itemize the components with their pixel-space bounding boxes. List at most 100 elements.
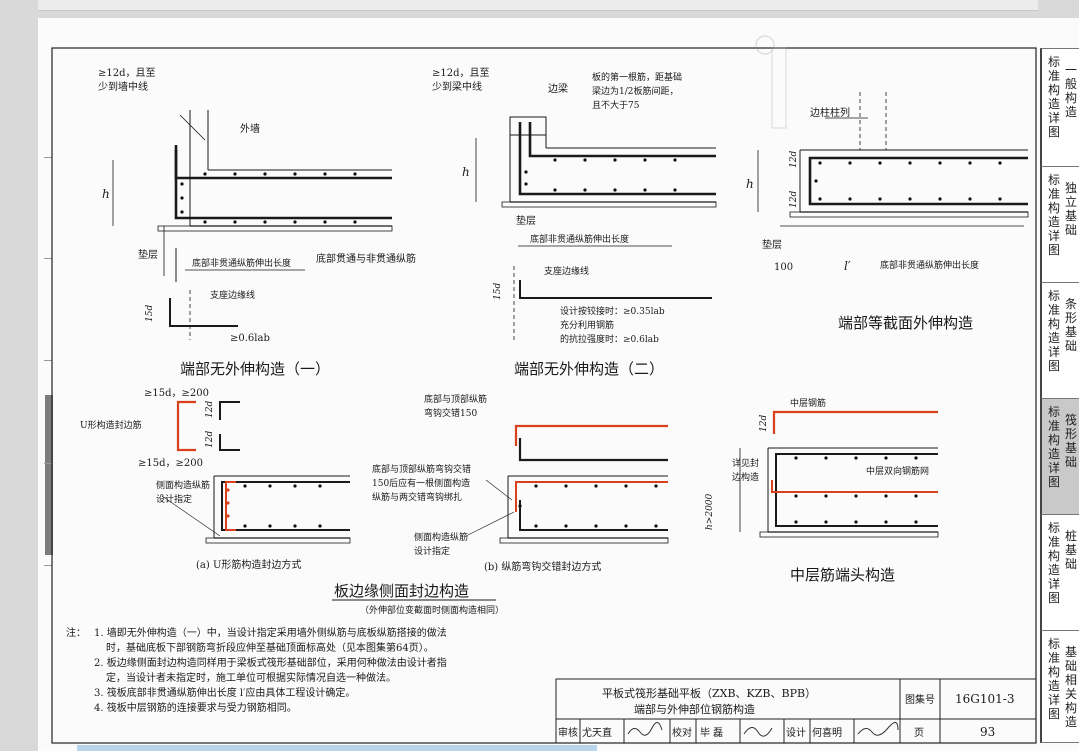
fig1-through-label: 底部贯通与非贯通纵筋	[316, 252, 416, 265]
note-line-5: 3. 筏板底部非贯通纵筋伸出长度 l′应由具体工程设计确定。	[94, 686, 355, 699]
fig5-mid-note-1: 底部与顶部纵筋弯钩交错	[372, 463, 471, 475]
fig6-title: 中层筋端头构造	[790, 566, 895, 584]
fig1-note-top-2: 少到墙中线	[98, 80, 148, 93]
fig3-dim100: 100	[774, 262, 793, 273]
fig4-bottom-note: ≥15d，≥200	[138, 458, 203, 469]
fig-end-no-extension-1	[112, 110, 393, 340]
fig6-h-label: h>2000	[705, 493, 715, 530]
fig2-h-label: h	[462, 165, 470, 179]
title-line-1: 平板式筏形基础平板（ZXB、KZB、BPB）	[602, 686, 816, 700]
fig-end-equal-section-extension	[757, 92, 1029, 227]
fig6-detail-2: 边构造	[732, 471, 759, 483]
fig2-note-top-2: 少到梁中线	[432, 80, 482, 93]
fig4-side-2: 设计指定	[156, 493, 192, 505]
fig4-u-label: U形构造封边筋	[80, 419, 142, 431]
margin-tick	[44, 565, 52, 566]
tab-label-b: 独立基础	[1065, 181, 1078, 237]
fig6-mid-bar: 中层钢筋	[790, 397, 826, 409]
notes-lead: 注：	[66, 626, 86, 639]
fig6-12d: 12d	[759, 415, 769, 432]
atlas-number: 16G101-3	[955, 692, 1014, 706]
fig5-side-1: 侧面构造纵筋	[414, 531, 468, 543]
review-label: 审核	[558, 726, 578, 739]
tab-label-b: 桩基础	[1065, 529, 1078, 571]
fig-middle-layer-bar-end	[739, 410, 939, 538]
fig1-anchor: ≥0.6lab	[230, 333, 270, 344]
fig2-support-line: 支座边缘线	[544, 265, 589, 277]
fig1-wall-label: 外墙	[240, 122, 260, 135]
tab-label-b: 筏形基础	[1065, 413, 1078, 469]
tab-label-a: 标准构造详图	[1048, 289, 1061, 373]
status-strip	[77, 745, 597, 751]
fig2-first-bar-2: 梁边为1/2板筋间距，	[592, 85, 679, 97]
designer-name: 何喜明	[812, 726, 842, 739]
fig3-ext-bottom: 底部非贯通纵筋伸出长度	[880, 259, 979, 271]
drawing-frame	[51, 47, 1037, 744]
margin-tick	[44, 258, 52, 259]
fig1-hook-15d: 15d	[145, 305, 155, 322]
fig3-l-prime: l′	[844, 259, 851, 273]
fig1-support-line: 支座边缘线	[210, 289, 255, 301]
design-label: 设计	[786, 726, 806, 739]
fig2-first-bar-1: 板的第一根筋，距基础	[592, 71, 682, 83]
tab-raft-foundation[interactable]: 标准构造详图 筏形基础	[1040, 398, 1079, 514]
edge-seal-title: 板边缘侧面封边构造	[334, 582, 469, 600]
fig1-title: 端部无外伸构造（一）	[180, 360, 330, 378]
fig6-detail-1: 详见封	[732, 457, 759, 469]
reviewer-name: 尤天直	[582, 726, 612, 739]
tab-general-construction[interactable]: 标准构造详图 一般构造	[1040, 48, 1079, 166]
title-block	[555, 678, 1037, 744]
scroll-marker[interactable]	[45, 395, 53, 555]
note-line-1: 1. 墙即无外伸构造（一）中，当设计指定采用墙外侧纵筋与底板纵筋搭接的做法	[94, 626, 447, 639]
margin-tick	[44, 157, 52, 158]
tab-pile-foundation[interactable]: 标准构造详图 桩基础	[1040, 514, 1079, 630]
note-line-4: 定，当设计者未指定时，施工单位可根据实际情况自选一种做法。	[106, 671, 396, 684]
fig2-design-1: 设计按铰接时：≥0.35lab	[560, 305, 665, 317]
top-toolbar-strip	[38, 0, 1038, 11]
fig2-design-3: 的抗拉强度时：≥0.6lab	[560, 333, 659, 345]
tab-label-b: 一般构造	[1065, 63, 1078, 119]
tab-label-b: 基础相关构造	[1065, 645, 1078, 729]
fig2-beam-label: 边梁	[548, 82, 568, 95]
tab-strip-foundation[interactable]: 标准构造详图 条形基础	[1040, 282, 1079, 398]
tab-isolated-foundation[interactable]: 标准构造详图 独立基础	[1040, 166, 1079, 282]
margin-tick	[44, 463, 52, 464]
fig-end-no-extension-2	[475, 116, 717, 340]
tab-label-a: 标准构造详图	[1048, 405, 1061, 489]
checker-name: 毕 磊	[700, 726, 723, 739]
document-page	[38, 18, 1079, 751]
fig2-title: 端部无外伸构造（二）	[514, 360, 664, 378]
fig-hook-stagger-edge-seal	[465, 424, 669, 544]
fig1-dots	[180, 172, 357, 224]
fig5-side-2: 设计指定	[414, 545, 450, 557]
fig1-h-label: h	[102, 187, 110, 201]
tab-label-a: 标准构造详图	[1048, 173, 1061, 257]
watermark-stamp	[755, 35, 787, 129]
check-label: 校对	[672, 726, 692, 739]
note-line-6: 4. 筏板中层钢筋的连接要求与受力钢筋相同。	[94, 701, 297, 714]
title-line-2: 端部与外伸部位钢筋构造	[634, 702, 755, 716]
fig1-note-top-1: ≥12d，且至	[98, 67, 156, 79]
fig6-mesh-label: 中层双向钢筋网	[866, 465, 929, 477]
tab-label-a: 标准构造详图	[1048, 55, 1061, 139]
fig4-caption-a: (a) U形筋构造封边方式	[196, 558, 301, 571]
notes-block: 注： 1. 墙即无外伸构造（一）中，当设计指定采用墙外侧纵筋与底板纵筋搭接的做法…	[66, 626, 447, 714]
fig5-mid-note-3: 纵筋与两交错弯钩绑扎	[372, 491, 462, 503]
fig-u-bar-edge-seal	[161, 400, 351, 544]
fig3-column-label: 边柱柱列	[810, 106, 850, 119]
atlas-label: 图集号	[905, 693, 935, 706]
fig4-12d-bottom: 12d	[205, 431, 215, 448]
fig5-top-note-1: 底部与顶部纵筋	[424, 393, 487, 405]
fig4-12d-top: 12d	[205, 401, 215, 418]
page-number: 93	[980, 725, 995, 739]
margin-tick	[44, 360, 52, 361]
tab-foundation-related[interactable]: 标准构造详图 基础相关构造	[1040, 630, 1079, 743]
note-line-3: 2. 板边缘侧面封边构造同样用于梁板式筏形基础部位，采用何种做法由设计者指	[94, 656, 447, 669]
fig1-cushion: 垫层	[138, 248, 158, 261]
fig2-note-top-1: ≥12d，且至	[432, 67, 490, 79]
tab-label-b: 条形基础	[1065, 297, 1078, 353]
fig2-cushion: 垫层	[516, 214, 536, 227]
fig3-h-label: h	[746, 177, 754, 191]
fig3-title: 端部等截面外伸构造	[838, 314, 973, 332]
